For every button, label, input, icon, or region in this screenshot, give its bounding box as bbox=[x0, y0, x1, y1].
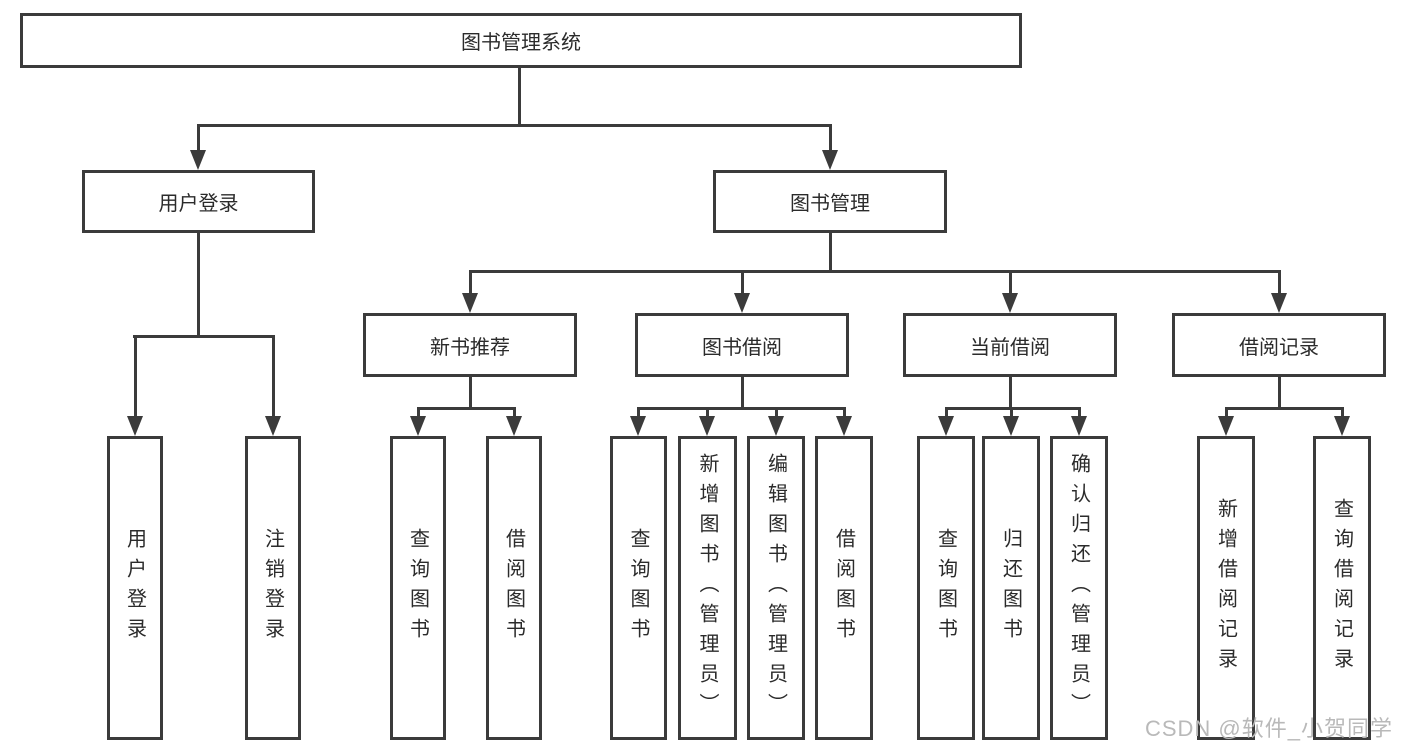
connector-drop-current-borrow bbox=[1009, 270, 1012, 297]
connector-borrowrecord-stem bbox=[1278, 377, 1281, 409]
connector-drop-book-mgmt bbox=[829, 124, 832, 152]
arrow-cb2 bbox=[1003, 416, 1019, 436]
connector-borrowrecord-rail bbox=[1225, 407, 1344, 410]
arrow-leaf-login bbox=[127, 416, 143, 436]
connector-drop-leaf-login bbox=[134, 335, 137, 420]
arrow-bb2 bbox=[699, 416, 715, 436]
connector-drop-borrow-record bbox=[1278, 270, 1281, 297]
connector-drop-bb3 bbox=[775, 407, 778, 420]
connector-drop-br1 bbox=[1225, 407, 1228, 420]
arrow-new-book bbox=[462, 293, 478, 313]
leaf-return-book: 归还图书 bbox=[982, 436, 1040, 740]
connector-drop-nb2 bbox=[513, 407, 516, 420]
node-book-borrow: 图书借阅 bbox=[635, 313, 849, 377]
connector-drop-new-book bbox=[469, 270, 472, 297]
leaf-query-book-3: 查询图书 bbox=[917, 436, 975, 740]
arrow-br1 bbox=[1218, 416, 1234, 436]
connector-drop-cb2 bbox=[1010, 407, 1013, 420]
arrow-borrow-record bbox=[1271, 293, 1287, 313]
connector-drop-leaf-logout bbox=[272, 335, 275, 420]
connector-newbook-stem bbox=[469, 377, 472, 409]
node-current-borrow: 当前借阅 bbox=[903, 313, 1117, 377]
leaf-borrow-book-1: 借阅图书 bbox=[486, 436, 542, 740]
leaf-logout: 注销登录 bbox=[245, 436, 301, 740]
arrow-book-borrow bbox=[734, 293, 750, 313]
arrow-user-login bbox=[190, 150, 206, 170]
connector-userlogin-rail bbox=[133, 335, 275, 338]
csdn-watermark: CSDN @软件_小贺同学 bbox=[1144, 716, 1393, 741]
connector-drop-bb2 bbox=[706, 407, 709, 420]
arrow-leaf-logout bbox=[265, 416, 281, 436]
arrow-nb2 bbox=[506, 416, 522, 436]
connector-root-stem bbox=[518, 68, 521, 127]
connector-drop-user-login bbox=[197, 124, 200, 152]
arrow-cb1 bbox=[938, 416, 954, 436]
connector-currentborrow-rail bbox=[945, 407, 1081, 410]
arrow-current-borrow bbox=[1002, 293, 1018, 313]
connector-drop-cb1 bbox=[945, 407, 948, 420]
arrow-bb4 bbox=[836, 416, 852, 436]
arrow-bb3 bbox=[768, 416, 784, 436]
connector-drop-bb1 bbox=[637, 407, 640, 420]
leaf-query-book-2: 查询图书 bbox=[610, 436, 667, 740]
connector-currentborrow-stem bbox=[1009, 377, 1012, 409]
node-borrow-record: 借阅记录 bbox=[1172, 313, 1386, 377]
connector-l3-rail bbox=[469, 270, 1281, 273]
arrow-bb1 bbox=[630, 416, 646, 436]
connector-bookmgmt-stem bbox=[829, 233, 832, 272]
connector-userlogin-stem bbox=[197, 233, 200, 337]
leaf-borrow-book-2: 借阅图书 bbox=[815, 436, 873, 740]
connector-drop-nb1 bbox=[417, 407, 420, 420]
leaf-add-borrow-record: 新增借阅记录 bbox=[1197, 436, 1255, 740]
leaf-query-borrow-record: 查询借阅记录 bbox=[1313, 436, 1371, 740]
leaf-user-login: 用户登录 bbox=[107, 436, 163, 740]
connector-drop-bb4 bbox=[843, 407, 846, 420]
arrow-book-mgmt bbox=[822, 150, 838, 170]
connector-drop-br2 bbox=[1341, 407, 1344, 420]
leaf-edit-book-admin: 编辑图书（管理员） bbox=[747, 436, 805, 740]
leaf-confirm-return-admin: 确认归还（管理员） bbox=[1050, 436, 1108, 740]
connector-drop-book-borrow bbox=[741, 270, 744, 297]
arrow-cb3 bbox=[1071, 416, 1087, 436]
leaf-add-book-admin: 新增图书（管理员） bbox=[678, 436, 737, 740]
node-new-book-recommend: 新书推荐 bbox=[363, 313, 577, 377]
node-user-login: 用户登录 bbox=[82, 170, 315, 233]
arrow-nb1 bbox=[410, 416, 426, 436]
connector-bookborrow-stem bbox=[741, 377, 744, 409]
connector-bookborrow-rail bbox=[637, 407, 846, 410]
connector-l2-rail bbox=[197, 124, 832, 127]
node-library-management-system: 图书管理系统 bbox=[20, 13, 1022, 68]
leaf-query-book-1: 查询图书 bbox=[390, 436, 446, 740]
connector-newbook-rail bbox=[417, 407, 516, 410]
node-book-management: 图书管理 bbox=[713, 170, 947, 233]
arrow-br2 bbox=[1334, 416, 1350, 436]
connector-drop-cb3 bbox=[1078, 407, 1081, 420]
